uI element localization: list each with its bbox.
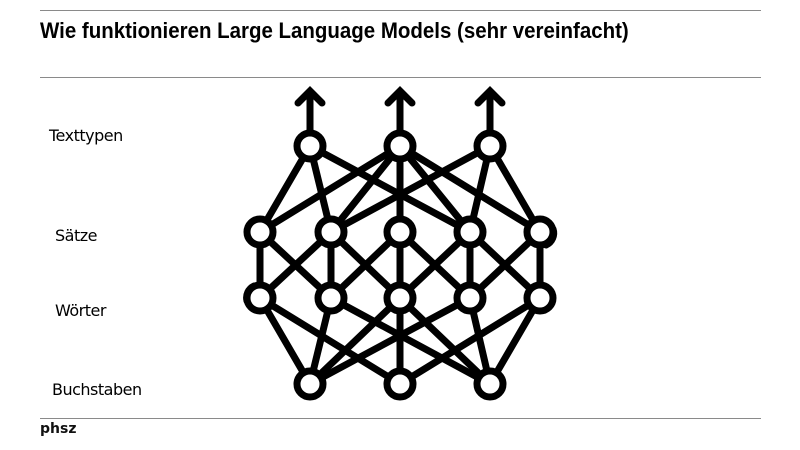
layer-label-woerter: Wörter (55, 301, 106, 320)
layer-label-texttypen: Texttypen (49, 126, 123, 145)
layer-label-saetze: Sätze (55, 226, 97, 245)
title-rule (40, 77, 761, 78)
slide-title: Wie funktionieren Large Language Models … (40, 18, 629, 43)
top-rule (40, 10, 761, 11)
layer-label-buchstaben: Buchstaben (52, 380, 142, 399)
footer-logo-text: phsz (40, 421, 77, 437)
footer-rule (40, 418, 761, 419)
node-arc-accents (243, 225, 558, 305)
network-edges (256, 86, 544, 388)
